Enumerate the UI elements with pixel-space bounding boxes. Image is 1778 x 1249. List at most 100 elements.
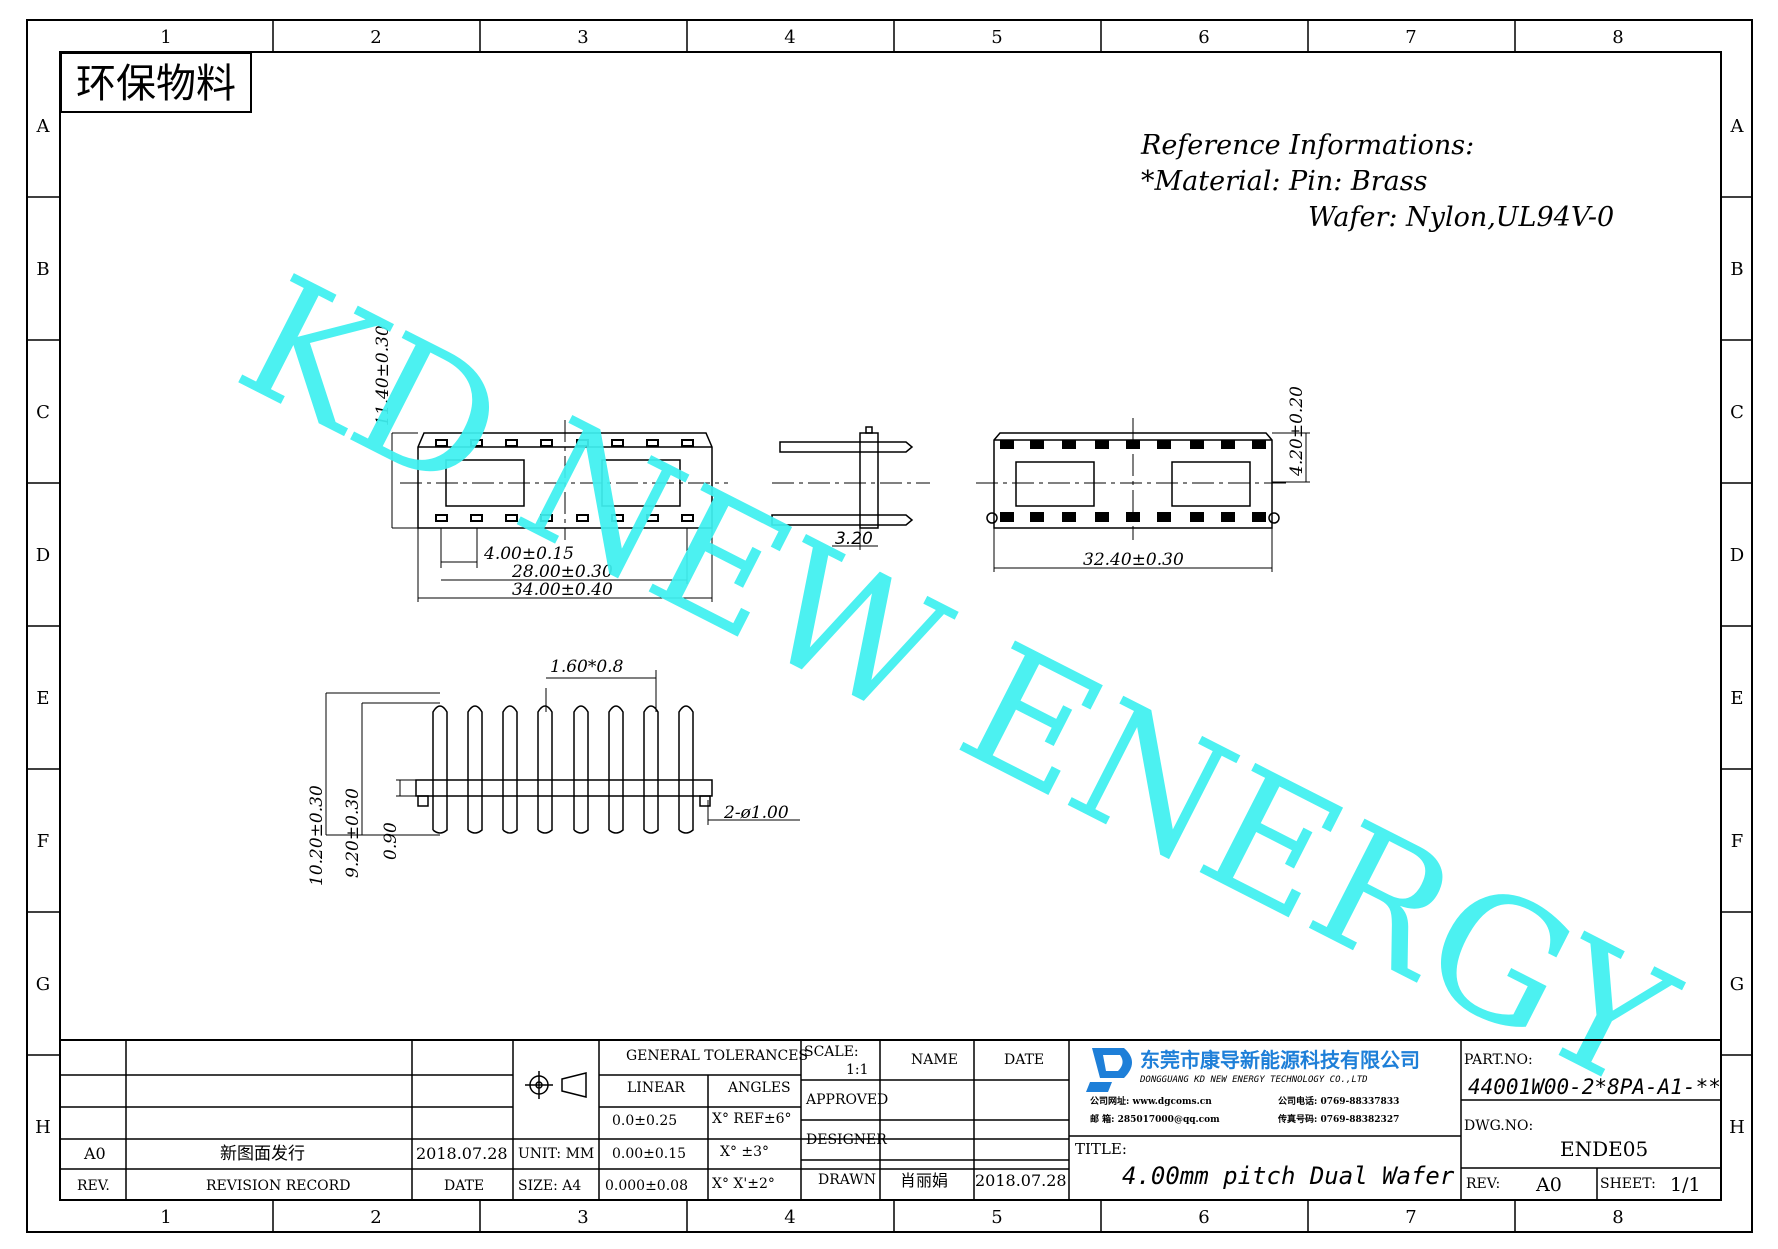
col-label-top: 8 — [1612, 27, 1623, 48]
drawn-label: DRAWN — [818, 1172, 876, 1188]
col-label-top: 2 — [370, 27, 381, 48]
row-label-left: B — [36, 259, 49, 280]
date-header: DATE — [1004, 1052, 1044, 1068]
row-label-left: H — [35, 1117, 51, 1138]
col-label-top: 4 — [784, 27, 795, 48]
material-pin: *Material: Pin: Brass — [1141, 166, 1427, 197]
tol-angle-3: X° X'±2° — [712, 1176, 775, 1192]
contact-fax: 传真号码: 0769-88382327 — [1277, 1113, 1399, 1125]
top-view-dims: 11.40±0.30 4.00±0.15 28.00±0.30 34.00±0.… — [373, 325, 613, 600]
general-tolerances: GENERAL TOLERANCES — [626, 1048, 808, 1064]
title-label: TITLE: — [1075, 1140, 1127, 1158]
tol-linear-3: 0.000±0.08 — [605, 1178, 688, 1194]
watermark: KD NEW ENERGY — [212, 239, 1702, 1127]
title-block-text: GENERAL TOLERANCES LINEAR ANGLES 0.0±0.2… — [77, 1044, 1067, 1194]
col-label-bottom: 4 — [784, 1207, 795, 1228]
projection-symbol-icon — [525, 1071, 587, 1099]
company-logo-icon — [1086, 1048, 1132, 1092]
col-label-top: 1 — [160, 27, 171, 48]
col-label-bottom: 1 — [160, 1207, 171, 1228]
reference-title: Reference Informations: — [1140, 130, 1474, 161]
rev-code: A0 — [83, 1144, 106, 1163]
bottom-view-dims: 4.20±0.20 32.40±0.30 — [1083, 386, 1307, 570]
contact-website: 公司网址: www.dgcoms.cn — [1090, 1095, 1212, 1107]
zone-labels: 1 2 3 4 5 6 7 8 1 2 3 4 5 6 7 8 A B C D … — [35, 27, 1745, 1228]
sheet-label: SHEET: — [1600, 1176, 1656, 1192]
title-block-grid — [60, 1039, 1721, 1200]
tol-angle-2: X° ±3° — [720, 1144, 769, 1160]
col-label-top: 5 — [991, 27, 1002, 48]
dim-pitch: 4.00±0.15 — [483, 544, 574, 564]
row-label-left: A — [36, 116, 51, 137]
unit: UNIT: MM — [518, 1146, 594, 1162]
eco-stamp-box — [60, 52, 252, 113]
row-label-right: G — [1730, 974, 1744, 995]
reference-notes: Reference Informations: *Material: Pin: … — [1140, 130, 1614, 233]
row-label-right: F — [1731, 831, 1744, 852]
scale-label: SCALE: — [804, 1044, 859, 1060]
dim-pin-tip: 1.60*0.8 — [550, 657, 624, 677]
name-header: NAME — [911, 1052, 958, 1068]
col-label-bottom: 6 — [1198, 1207, 1209, 1228]
side-pin-view — [771, 426, 930, 550]
drawn-date: 2018.07.28 — [975, 1171, 1067, 1190]
dim-height-total: 11.40±0.30 — [373, 325, 393, 426]
dwg-no-label: DWG.NO: — [1464, 1118, 1533, 1134]
tol-linear-1: 0.0±0.25 — [612, 1113, 677, 1129]
drawing-title: 4.00mm pitch Dual Wafer — [1122, 1162, 1455, 1190]
row-label-right: C — [1730, 402, 1744, 423]
top-view — [391, 420, 728, 602]
designer-label: DESIGNER — [806, 1132, 887, 1148]
part-no: 44001W00-2*8PA-A1-** — [1468, 1075, 1721, 1099]
date-col-header: DATE — [444, 1178, 484, 1194]
row-label-right: B — [1730, 259, 1743, 280]
rev-date: 2018.07.28 — [416, 1144, 508, 1163]
tol-linear-2: 0.00±0.15 — [612, 1146, 686, 1162]
dwg-no: ENDE05 — [1560, 1137, 1648, 1161]
contact-phone: 公司电话: 0769-88337833 — [1278, 1095, 1399, 1107]
row-label-right: A — [1730, 116, 1745, 137]
company-contacts: 公司网址: www.dgcoms.cn 公司电话: 0769-88337833 … — [1090, 1095, 1399, 1125]
rev-header: REV. — [77, 1178, 110, 1194]
row-label-left: C — [36, 402, 50, 423]
row-label-left: F — [37, 831, 50, 852]
part-no-label: PART.NO: — [1464, 1052, 1533, 1068]
col-label-bottom: 5 — [991, 1207, 1002, 1228]
row-label-right: H — [1729, 1117, 1745, 1138]
bottom-view — [976, 418, 1310, 572]
col-label-bottom: 3 — [577, 1207, 588, 1228]
rev-value: A0 — [1535, 1174, 1562, 1196]
dim-length-total: 34.00±0.40 — [512, 580, 613, 600]
zone-dividers — [27, 20, 1752, 1232]
tol-angle-1: X° REF±6° — [712, 1111, 792, 1127]
pin-group — [432, 705, 694, 834]
dim-hole: 2-ø1.00 — [723, 803, 789, 823]
dim-pin-len-upper: 9.20±0.30 — [343, 788, 363, 878]
sheet-value: 1/1 — [1670, 1174, 1701, 1196]
contact-email: 邮 箱: 285017000@qq.com — [1090, 1113, 1220, 1125]
eco-stamp: 环保物料 — [76, 61, 236, 107]
dim-side-height: 4.20±0.20 — [1287, 386, 1307, 477]
dim-span-pins: 28.00±0.30 — [511, 562, 613, 582]
revision-record-header: REVISION RECORD — [206, 1178, 350, 1194]
dim-pin-offset: 3.20 — [835, 529, 873, 549]
company-name-cn: 东莞市康导新能源科技有限公司 — [1140, 1048, 1420, 1072]
row-label-left: E — [36, 688, 49, 709]
approved-label: APPROVED — [805, 1092, 888, 1108]
front-view — [325, 670, 800, 836]
company-name-en: DONGGUANG KD NEW ENERGY TECHNOLOGY CO.,L… — [1139, 1075, 1368, 1085]
col-label-bottom: 2 — [370, 1207, 381, 1228]
linear-header: LINEAR — [627, 1080, 685, 1096]
size: SIZE: A4 — [518, 1178, 581, 1194]
row-label-left: D — [36, 545, 50, 566]
col-label-bottom: 8 — [1612, 1207, 1623, 1228]
angles-header: ANGLES — [727, 1080, 791, 1096]
rev-desc: 新图面发行 — [220, 1144, 305, 1164]
row-label-right: E — [1730, 688, 1743, 709]
col-label-top: 7 — [1405, 27, 1416, 48]
col-label-bottom: 7 — [1405, 1207, 1416, 1228]
dim-pin-len-total: 10.20±0.30 — [307, 785, 327, 886]
rev-label: REV: — [1466, 1176, 1500, 1192]
material-wafer: Wafer: Nylon,UL94V-0 — [1308, 202, 1614, 233]
